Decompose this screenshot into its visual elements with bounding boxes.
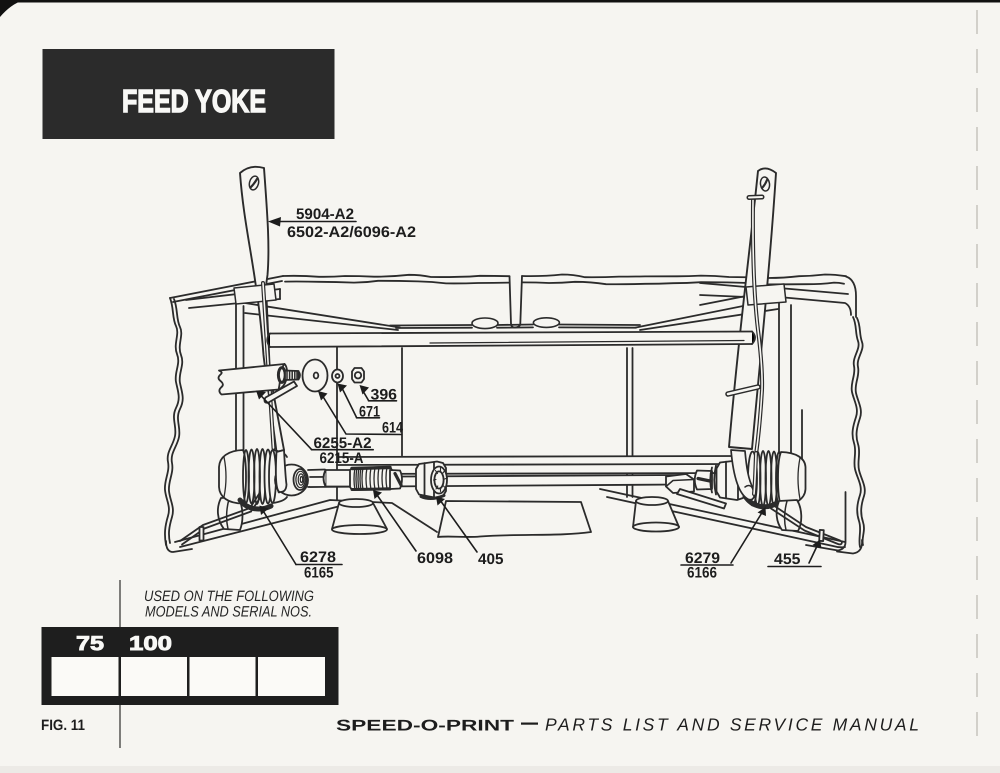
svg-text:614: 614 xyxy=(382,420,403,437)
svg-text:100: 100 xyxy=(129,633,172,655)
svg-text:6166: 6166 xyxy=(687,565,717,582)
svg-text:396: 396 xyxy=(371,386,398,403)
svg-text:USED ON THE FOLLOWING: USED ON THE FOLLOWING xyxy=(144,588,314,605)
svg-text:6279: 6279 xyxy=(685,550,720,567)
svg-text:6278: 6278 xyxy=(300,549,337,566)
svg-text:SPEED-O-PRINT: SPEED-O-PRINT xyxy=(336,718,515,735)
svg-text:6215-A: 6215-A xyxy=(320,450,364,467)
svg-text:6165: 6165 xyxy=(304,564,334,581)
svg-text:6255-A2: 6255-A2 xyxy=(314,435,372,452)
svg-text:MODELS AND SERIAL NOS.: MODELS AND SERIAL NOS. xyxy=(145,604,312,621)
svg-text:6502-A2/6096-A2: 6502-A2/6096-A2 xyxy=(287,224,416,241)
svg-text:405: 405 xyxy=(478,551,504,568)
svg-text:FIG. 11: FIG. 11 xyxy=(41,717,85,734)
svg-text:FEED YOKE: FEED YOKE xyxy=(122,83,266,119)
svg-text:671: 671 xyxy=(359,404,380,421)
svg-text:6098: 6098 xyxy=(417,550,454,567)
svg-text:PARTS LIST AND SERVICE MANUAL: PARTS LIST AND SERVICE MANUAL xyxy=(545,715,919,735)
svg-text:5904-A2: 5904-A2 xyxy=(296,206,354,223)
svg-text:455: 455 xyxy=(774,551,801,568)
svg-text:75: 75 xyxy=(76,633,104,655)
